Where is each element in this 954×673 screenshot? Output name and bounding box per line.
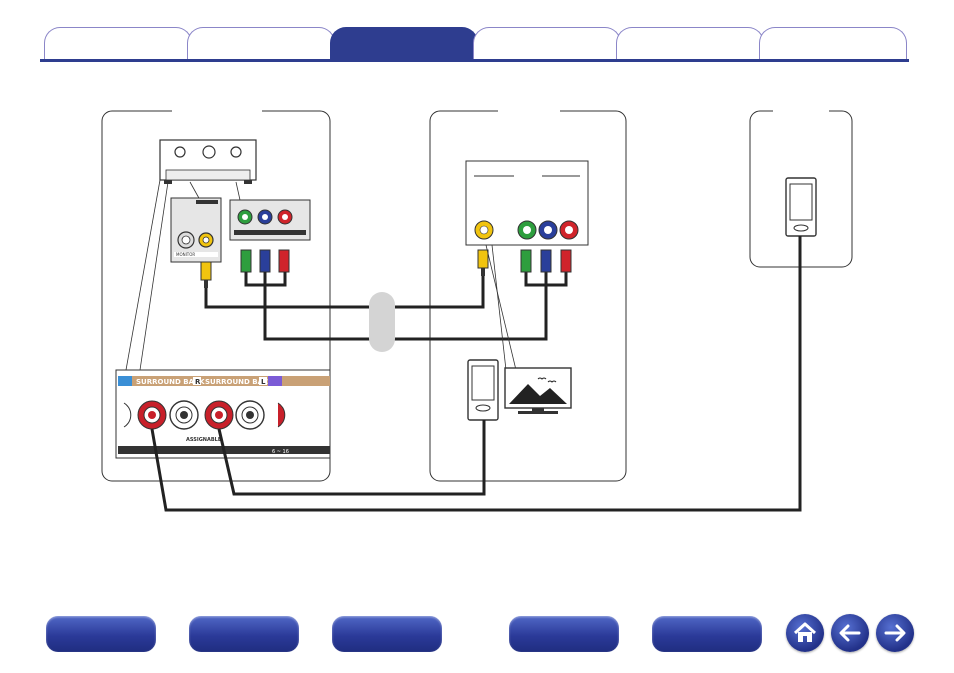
component-cable [244, 272, 568, 341]
speaker-panel-label-gap [773, 108, 829, 114]
tv-input-jacks [465, 160, 589, 246]
forward-button[interactable] [876, 614, 914, 652]
av-receiver-icon [159, 139, 257, 184]
tv-plugs [477, 249, 572, 276]
tab-3[interactable] [330, 27, 478, 60]
tab-4[interactable] [473, 27, 621, 60]
monitor-out-label: MONITOR [176, 252, 195, 257]
tab-6[interactable] [759, 27, 907, 60]
back-button[interactable] [831, 614, 869, 652]
footer-button-1[interactable] [46, 616, 156, 652]
tv-panel-label-gap [498, 108, 560, 114]
arrow-left-icon [839, 624, 861, 642]
receiver-plugs [200, 249, 290, 288]
tab-5[interactable] [616, 27, 764, 60]
footer-button-3[interactable] [332, 616, 442, 652]
speaker-cable-left [217, 420, 486, 496]
top-tab-bar [0, 0, 954, 64]
speaker-cable-right [150, 236, 802, 512]
surround-back-l-label: SURROUND BACK [205, 378, 274, 386]
footer-button-4[interactable] [509, 616, 619, 652]
tab-underline [40, 59, 909, 62]
footer-button-5[interactable] [652, 616, 762, 652]
home-icon [793, 622, 817, 642]
surround-back-r-label: SURROUND BACK [136, 378, 205, 386]
arrow-right-icon [884, 624, 906, 642]
footer-button-2[interactable] [189, 616, 299, 652]
assignable-label: ASSIGNABLE [186, 437, 222, 443]
home-button[interactable] [786, 614, 824, 652]
speaker-icon [467, 359, 499, 421]
impedance-label: 6 ~ 16 [272, 449, 289, 455]
connection-diagram: MONITOR [101, 108, 853, 512]
monitor-out-jacks: MONITOR [170, 197, 222, 263]
surround-back-l-badge: L [261, 378, 266, 386]
tv-icon [504, 367, 572, 414]
receiver-panel-label-gap [172, 108, 262, 114]
tab-1[interactable] [44, 27, 192, 60]
tab-2[interactable] [187, 27, 335, 60]
component-out-jacks [229, 199, 311, 241]
speaker-icon-right [785, 177, 817, 237]
surround-back-r-badge: R [195, 378, 201, 386]
video-cable [204, 275, 485, 309]
cable-marker [369, 292, 395, 352]
